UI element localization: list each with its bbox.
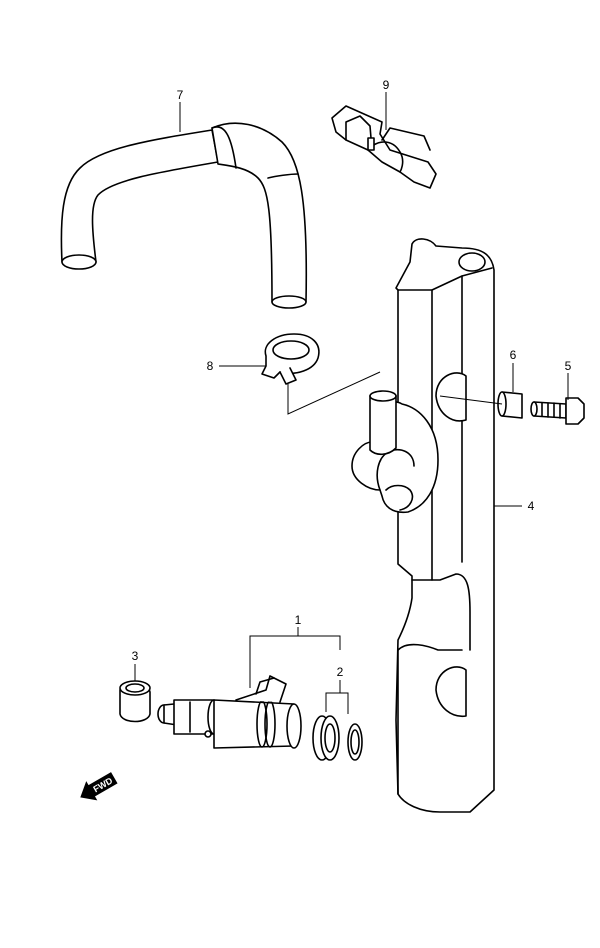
o-ring-part [312,715,363,761]
hose-part [60,122,308,309]
callout-9: 9 [383,78,390,92]
callout-labels: 7 9 8 6 5 4 1 2 3 [132,78,572,679]
collar-part [497,391,523,419]
callout-7: 7 [177,88,184,102]
fwd-arrow-icon: FWD [80,772,118,801]
callout-2: 2 [337,665,344,679]
callout-5: 5 [565,359,572,373]
callout-6: 6 [510,348,517,362]
fuel-injector-part [157,675,302,749]
bolt-part [530,397,585,425]
callout-4: 4 [528,499,535,513]
callout-8: 8 [207,359,214,373]
injector-cap-part [119,680,151,723]
fuel-rail-part [351,238,495,813]
clip-part [331,105,437,189]
hose-clamp-part [261,333,320,385]
callout-3: 3 [132,649,139,663]
leader-lines [134,92,569,714]
callout-1: 1 [295,613,302,627]
